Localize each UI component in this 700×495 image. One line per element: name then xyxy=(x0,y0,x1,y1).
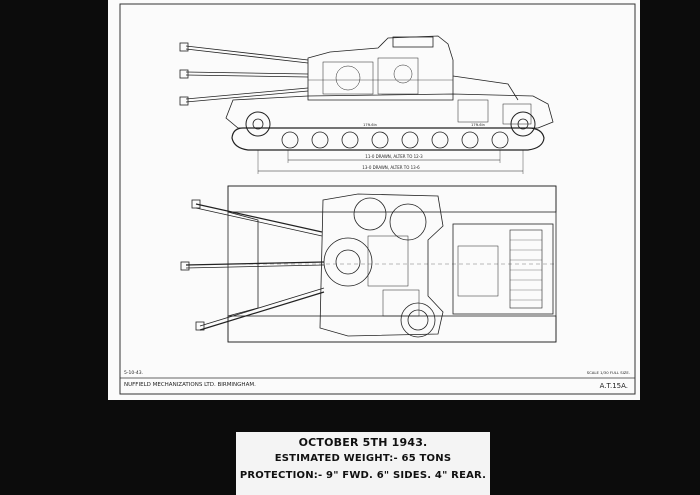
drawing-frame xyxy=(119,3,636,395)
date-left: 5-10-43. xyxy=(124,370,143,376)
scale-text: SCALE 1/30 FULL SIZE. xyxy=(587,370,630,375)
scan-border-left xyxy=(0,0,108,495)
dim-lower-text: 13-0 DRAWN, ALTER TO 13-6 xyxy=(362,165,420,170)
drawing-sheet: 11-0 DRAWN, ALTER TO 12-3 13-0 DRAWN, AL… xyxy=(108,0,640,400)
tank-drawing: 11-0 DRAWN, ALTER TO 12-3 13-0 DRAWN, AL… xyxy=(119,3,636,395)
scan-border-right xyxy=(640,0,700,495)
side-label-right: 17ft-6in xyxy=(471,123,485,127)
caption-weight: ESTIMATED WEIGHT:- 65 TONS xyxy=(274,453,452,464)
plan-view xyxy=(180,185,557,343)
caption-date: OCTOBER 5TH 1943. xyxy=(298,436,428,449)
ref-text: A.T.15A. xyxy=(600,382,628,390)
maker-text: NUFFIELD MECHANIZATIONS LTD. BIRMINGHAM. xyxy=(124,382,256,388)
dim-upper-text: 11-0 DRAWN, ALTER TO 12-3 xyxy=(365,154,423,159)
caption-card: OCTOBER 5TH 1943. ESTIMATED WEIGHT:- 65 … xyxy=(236,432,490,495)
caption-protection: PROTECTION:- 9" FWD. 6" SIDES. 4" REAR. xyxy=(239,470,487,481)
side-label-left: 17ft-6in xyxy=(363,123,377,127)
side-elevation xyxy=(179,35,554,174)
